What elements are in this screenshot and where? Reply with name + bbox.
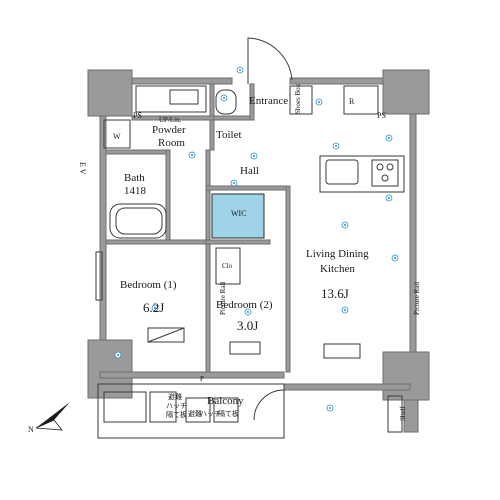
ldk-area: 13.6J bbox=[321, 286, 349, 301]
bath-size-label: 1418 bbox=[124, 185, 147, 197]
wic-label: WIC bbox=[231, 209, 247, 218]
balcony-door-swing bbox=[253, 389, 285, 421]
powder-room-label-1: Powder bbox=[152, 124, 186, 136]
bath-label: Bath bbox=[124, 172, 145, 184]
wall-top-2 bbox=[289, 77, 384, 85]
ps-label-2: PS bbox=[377, 111, 386, 120]
powder-vanity bbox=[135, 85, 207, 113]
balcony-jp-3: 隔て板 bbox=[166, 410, 187, 419]
picture-rail-label-1: Picture Rail bbox=[219, 282, 227, 315]
stove bbox=[371, 159, 399, 187]
picture-rail-label-2: Picture Rail bbox=[413, 282, 421, 315]
ps-label-1: PS bbox=[133, 111, 142, 120]
electrical-devices bbox=[114, 66, 399, 412]
shelf-label: Shelf bbox=[399, 406, 407, 421]
kitchen-counter bbox=[319, 155, 405, 193]
balcony-outdoor-unit bbox=[103, 391, 147, 423]
bedroom1-aircon bbox=[147, 327, 185, 343]
north-arrow-icon bbox=[36, 402, 70, 428]
balcony-jp-2: ハッチ bbox=[166, 402, 187, 410]
refrigerator-label: R bbox=[349, 97, 355, 106]
bedroom2-area: 3.0J bbox=[237, 318, 258, 333]
kitchen-sink bbox=[325, 159, 359, 185]
north-arrow: N bbox=[28, 402, 70, 434]
wall-left bbox=[99, 115, 107, 341]
refrigerator-space bbox=[343, 85, 379, 115]
powder-room-label-2: Room bbox=[158, 137, 185, 149]
structural-walls bbox=[87, 69, 430, 433]
shoes-box bbox=[289, 85, 313, 115]
washer-label: W bbox=[113, 132, 121, 141]
interior-walls bbox=[105, 83, 291, 373]
entrance-label: Entrance bbox=[249, 95, 288, 107]
balcony-jp-5: ハッチ bbox=[200, 410, 221, 418]
bedroom2-aircon bbox=[229, 341, 261, 355]
column-bottom-right bbox=[382, 351, 430, 401]
balcony-jp-1: 避難 bbox=[168, 392, 182, 401]
balcony-jp-6: 隔て板 bbox=[218, 409, 239, 418]
shoes-box-label: Shoes Box bbox=[294, 83, 302, 114]
ev-label: E V bbox=[78, 162, 87, 175]
clo-label: Clo bbox=[222, 262, 233, 270]
washer-space bbox=[103, 119, 131, 149]
bedroom1-window bbox=[95, 251, 103, 301]
ldk-aircon bbox=[323, 343, 361, 359]
hall-label: Hall bbox=[240, 165, 259, 177]
wall-bottom-bedrooms bbox=[99, 371, 285, 379]
p-label: P bbox=[200, 375, 204, 383]
entrance-door-swing bbox=[247, 37, 293, 84]
shelf-box bbox=[387, 395, 403, 433]
bedroom1-area: 6.2J bbox=[143, 300, 164, 315]
ldk-label-2: Kitchen bbox=[320, 263, 355, 275]
wall-right bbox=[409, 113, 417, 353]
toilet-label: Toilet bbox=[216, 129, 242, 141]
column-bottom-left bbox=[87, 339, 133, 399]
column-right-lower bbox=[403, 399, 419, 433]
north-label: N bbox=[28, 425, 34, 434]
column-top-right bbox=[382, 69, 430, 115]
ldk-label-1: Living Dining bbox=[306, 248, 369, 260]
balcony-label: Balcony bbox=[207, 395, 244, 407]
closet-bedroom2 bbox=[215, 247, 241, 285]
wall-bottom-ldk bbox=[283, 383, 411, 391]
balcony-jp-4: 避難 bbox=[188, 409, 202, 418]
bedroom1-label: Bedroom (1) bbox=[120, 279, 177, 291]
column-top-left bbox=[87, 69, 133, 117]
walk-in-closet bbox=[211, 193, 265, 239]
bedroom2-label: Bedroom (2) bbox=[216, 299, 273, 311]
up-lin-label: UP/Lin. bbox=[159, 116, 182, 124]
bathtub bbox=[109, 203, 167, 239]
balcony-area bbox=[97, 383, 285, 439]
wall-top-1 bbox=[131, 77, 233, 85]
toilet-fixture bbox=[215, 89, 237, 115]
